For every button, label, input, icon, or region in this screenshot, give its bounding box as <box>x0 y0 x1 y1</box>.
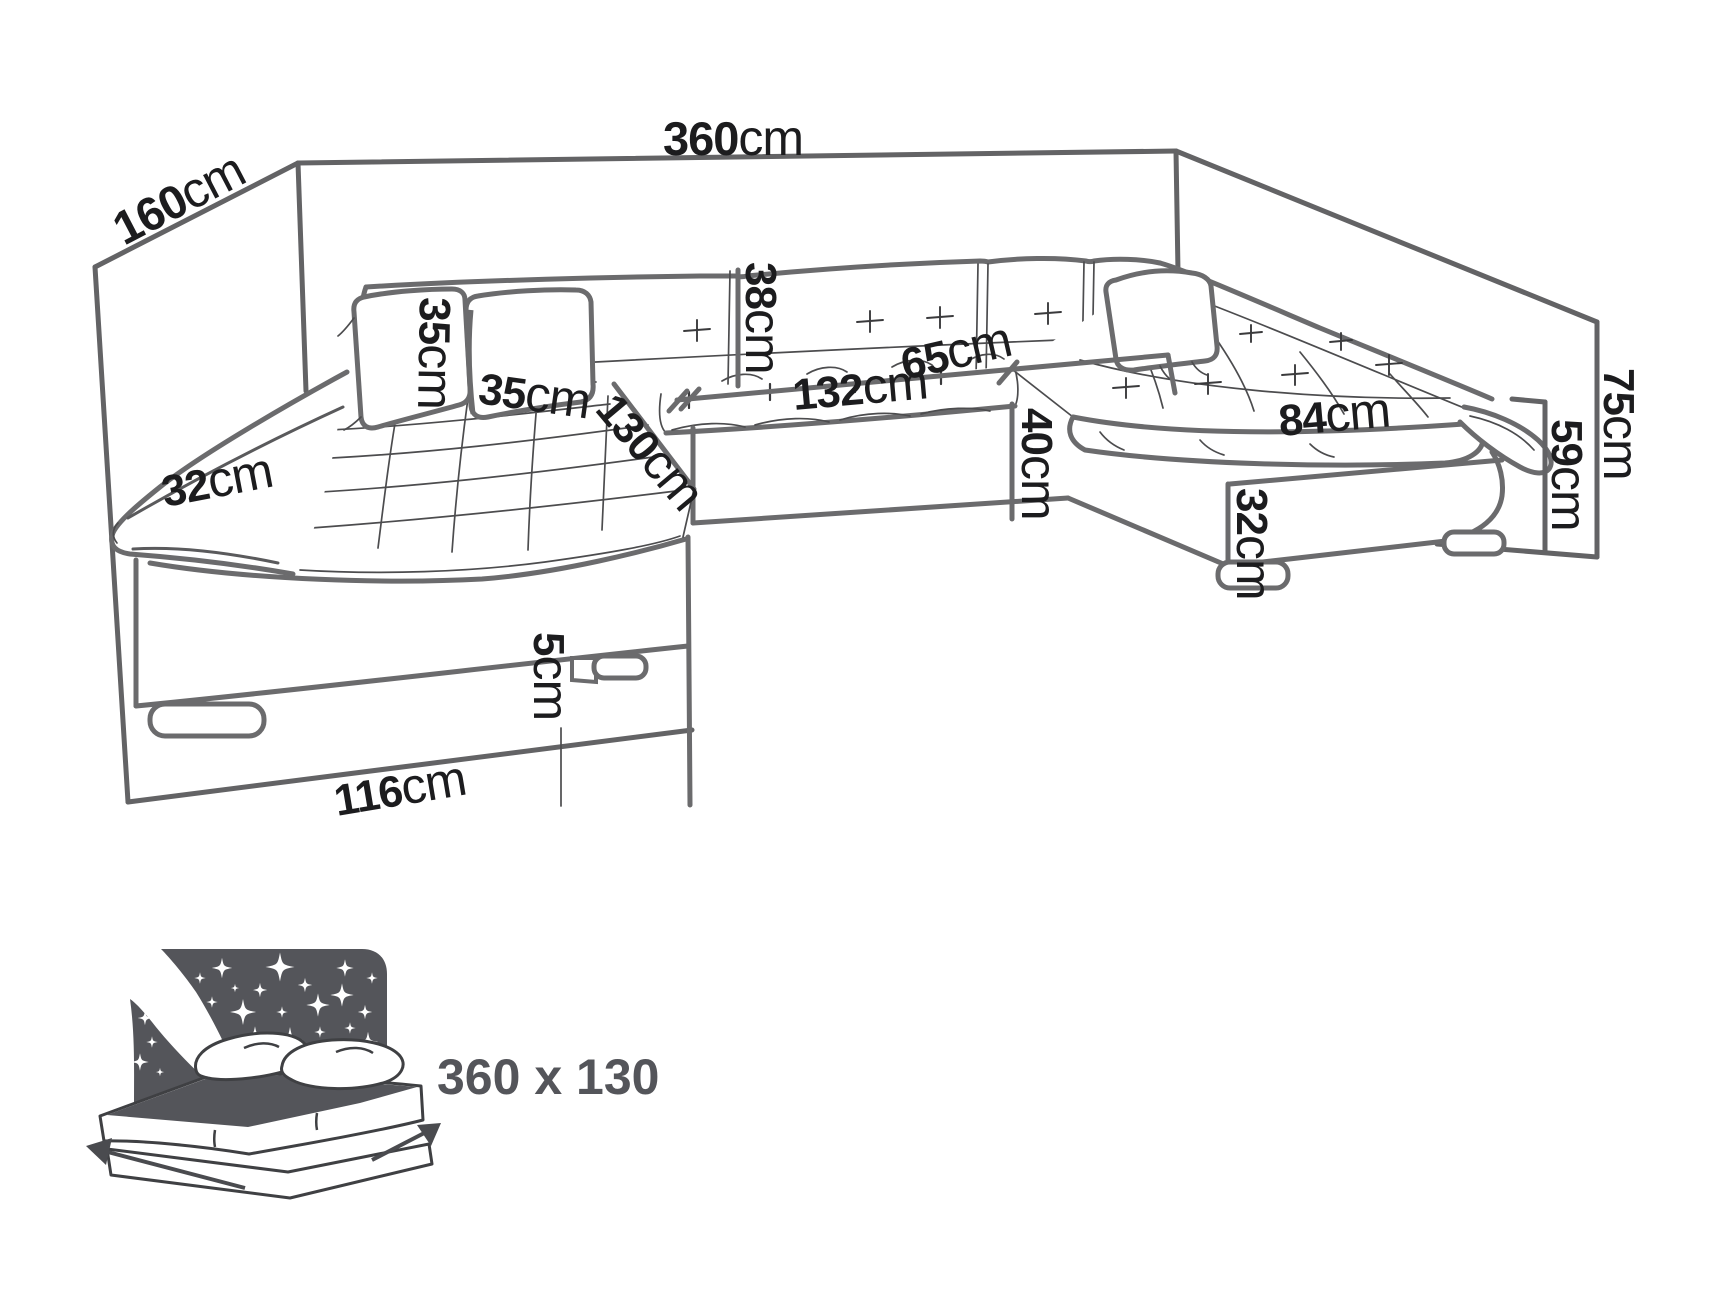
svg-text:35cm: 35cm <box>407 297 465 410</box>
svg-text:38cm: 38cm <box>735 262 791 374</box>
svg-text:84cm: 84cm <box>1276 381 1392 447</box>
svg-text:360cm: 360cm <box>663 110 803 166</box>
svg-text:75cm: 75cm <box>1593 368 1649 480</box>
svg-text:40cm: 40cm <box>1011 408 1067 520</box>
svg-text:5cm: 5cm <box>523 632 579 720</box>
svg-text:32cm: 32cm <box>1226 488 1282 600</box>
svg-text:360 x 130: 360 x 130 <box>437 1049 659 1105</box>
svg-text:59cm: 59cm <box>1541 419 1597 531</box>
